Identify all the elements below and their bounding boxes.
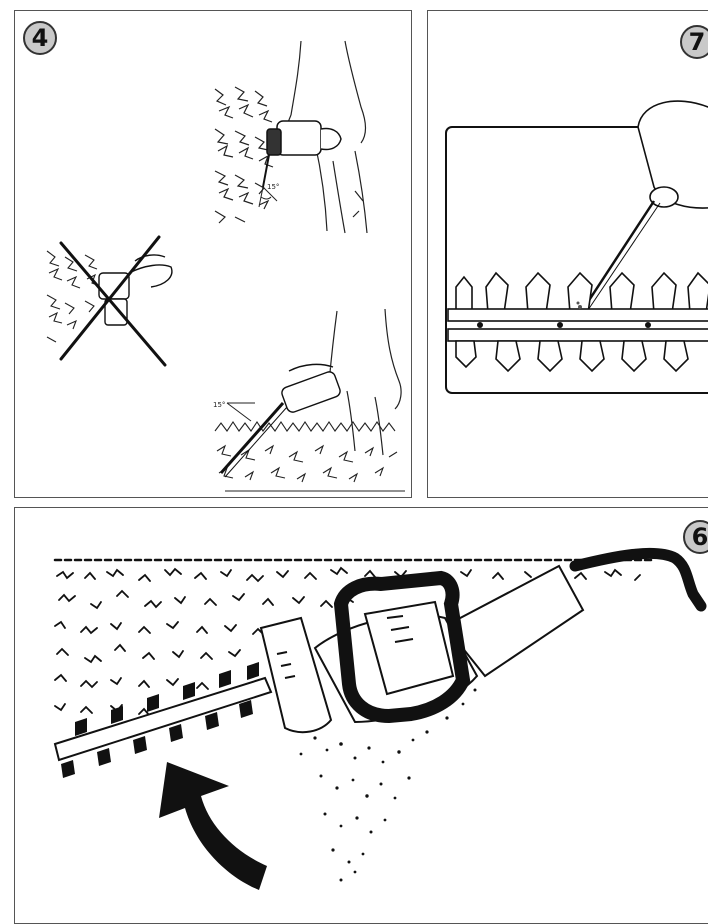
blade-oiling-illustration — [428, 11, 708, 498]
trimmer-blade — [55, 662, 271, 778]
hedge-trimmer-sweep-illustration — [15, 508, 708, 924]
step-6-panel: 6 — [14, 507, 708, 924]
incorrect-technique-illustration — [47, 237, 172, 365]
horizontal-hedge-cutting-illustration: 15° — [213, 309, 405, 491]
step-7-panel: 7 — [427, 10, 708, 498]
step-4-panel: 4 — [14, 10, 412, 498]
power-cable — [575, 553, 701, 606]
hedge-cutting-illustrations: 15° — [15, 11, 412, 498]
vertical-hedge-cutting-illustration: 15° — [213, 41, 367, 233]
hedge-trimmer — [261, 566, 583, 732]
angle-label-top: 15° — [267, 183, 279, 191]
angle-label-bottom: 15° — [213, 401, 225, 409]
sweep-direction-arrow — [159, 762, 267, 890]
